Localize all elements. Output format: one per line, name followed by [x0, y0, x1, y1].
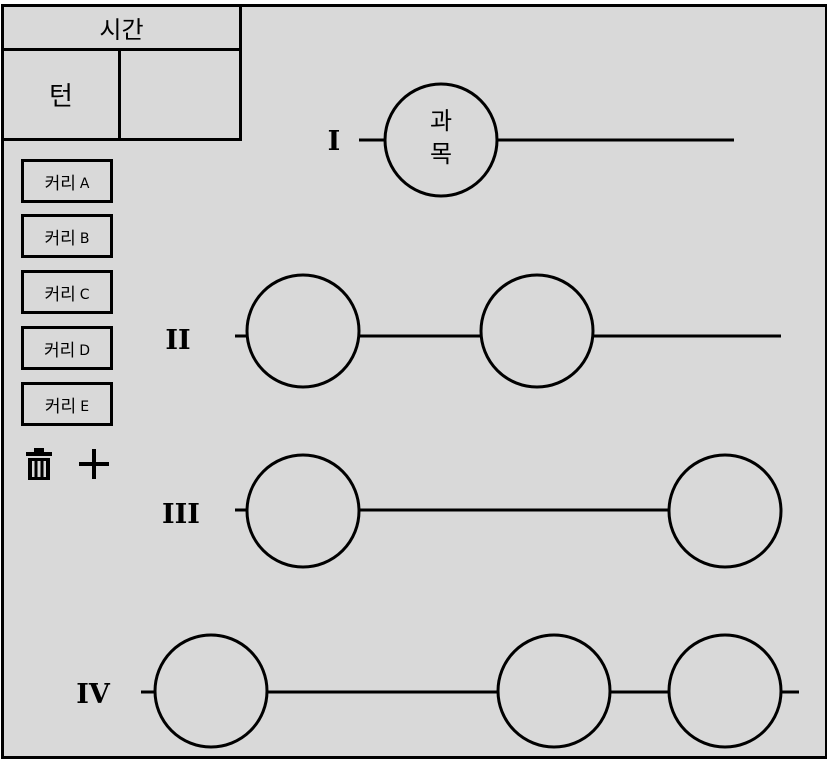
lane-label: III — [162, 499, 200, 530]
time-turn-header: 시간 턴 — [4, 7, 242, 141]
lane-2: II — [165, 273, 781, 389]
node-text-line2: 목 — [430, 140, 452, 168]
curry-button-label: 커리 — [44, 173, 76, 194]
lane-label: IV — [76, 679, 111, 710]
subject-node[interactable] — [245, 273, 361, 389]
subject-node[interactable] — [496, 633, 612, 749]
curry-button-label: 커리 — [44, 228, 76, 249]
curry-button-letter: B — [79, 230, 90, 247]
curry-button-label: 커리 — [44, 284, 76, 305]
curry-button-label: 커리 — [43, 340, 76, 361]
lane-4: IV — [76, 633, 799, 749]
plus-icon[interactable] — [77, 447, 111, 481]
lane-label: I — [328, 126, 341, 157]
subject-lanes: I 과 목 II III IV — [76, 82, 799, 749]
curry-button-letter: C — [79, 286, 90, 303]
curry-button-letter: E — [80, 398, 90, 415]
subject-node[interactable] — [667, 633, 783, 749]
turn-label: 턴 — [4, 51, 121, 138]
trash-icon[interactable] — [25, 447, 53, 481]
curry-button-label: 커리 — [44, 396, 77, 417]
subject-node[interactable] — [479, 273, 595, 389]
lane-3: III — [162, 453, 783, 569]
curry-button-letter: A — [79, 175, 90, 192]
node-text-line1: 과 — [430, 107, 452, 135]
lane-label: II — [165, 325, 190, 356]
subject-node[interactable] — [245, 453, 361, 569]
subject-node[interactable]: 과 목 — [383, 82, 499, 198]
subject-node[interactable] — [153, 633, 269, 749]
subject-node[interactable] — [667, 453, 783, 569]
curry-button-letter: D — [79, 342, 91, 359]
time-label: 시간 — [4, 7, 239, 51]
lane-1: I 과 목 — [328, 82, 734, 198]
